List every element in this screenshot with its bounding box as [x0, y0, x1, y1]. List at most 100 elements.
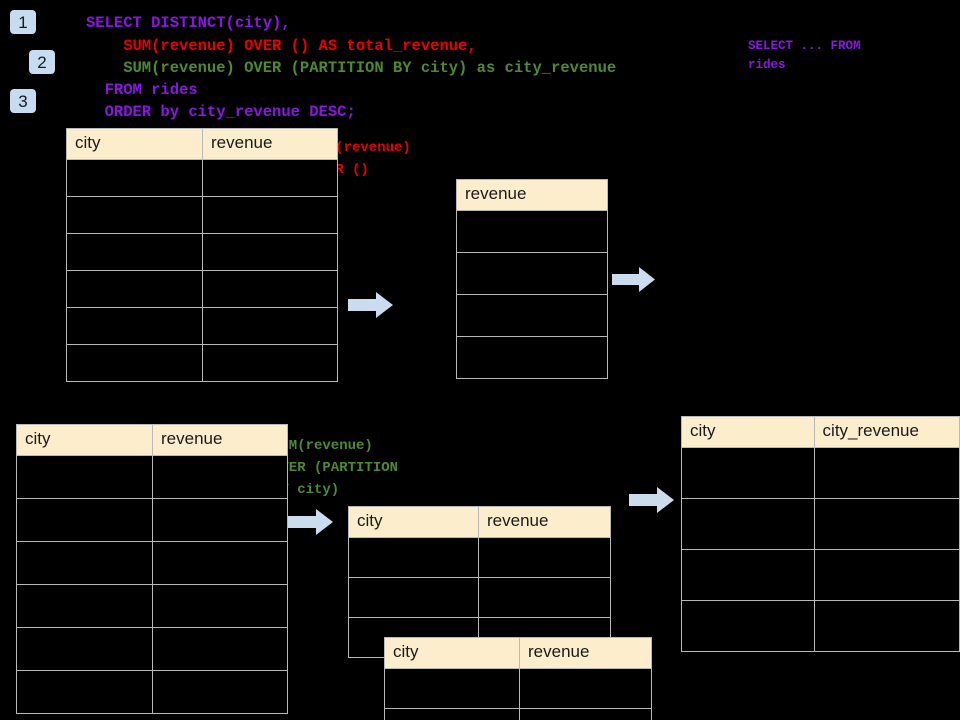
- cell-city: [384, 668, 520, 709]
- table-row: [16, 670, 288, 714]
- cell-city: [348, 537, 479, 578]
- sql-line-sum-over-empty: SUM(revenue) OVER () AS total_revenue,: [86, 37, 477, 55]
- table-row: [66, 270, 338, 308]
- arrow-right-icon: [612, 266, 656, 293]
- cell-city: [681, 447, 815, 499]
- table-row: [16, 627, 288, 671]
- cell-revenue: [456, 336, 608, 379]
- cell-revenue: [478, 537, 611, 578]
- arrow-right-glyph: [288, 509, 333, 535]
- table-rides-source-bottom: city revenue: [16, 424, 288, 714]
- step-badge-3[interactable]: 3: [10, 89, 36, 113]
- table-row: [384, 668, 652, 709]
- table-header-row: city revenue: [348, 506, 611, 538]
- sql-line-from: FROM rides: [86, 81, 198, 99]
- cell-city-revenue: [813, 600, 960, 652]
- cell-city: [66, 159, 203, 197]
- step-badge-1[interactable]: 1: [10, 10, 36, 34]
- table-row: [16, 584, 288, 628]
- cell-city: [66, 196, 203, 234]
- cell-revenue: [456, 294, 608, 337]
- table-body: [384, 668, 652, 720]
- table-row: [456, 210, 608, 253]
- cell-revenue: [478, 577, 611, 618]
- table-row: [66, 159, 338, 197]
- column-header-city: city: [66, 128, 203, 160]
- column-header-revenue: revenue: [152, 424, 288, 456]
- cell-revenue: [152, 584, 288, 628]
- table-header-row: city revenue: [16, 424, 288, 456]
- cell-city: [16, 627, 153, 671]
- cell-city: [66, 307, 203, 345]
- arrow-right-glyph: [348, 292, 393, 318]
- table-total-revenue: revenue: [456, 179, 608, 379]
- cell-city: [384, 708, 520, 720]
- arrow-right-glyph: [612, 267, 655, 292]
- cell-city: [16, 498, 153, 542]
- cell-revenue: [202, 196, 338, 234]
- cell-revenue: [456, 252, 608, 295]
- column-header-revenue: revenue: [519, 637, 652, 669]
- table-row: [66, 233, 338, 271]
- column-header-city: city: [16, 424, 153, 456]
- cell-city: [681, 549, 815, 601]
- arrow-right-icon: [348, 291, 394, 319]
- cell-city: [681, 498, 815, 550]
- column-header-revenue: revenue: [202, 128, 338, 160]
- table-row: [16, 498, 288, 542]
- cell-revenue: [202, 233, 338, 271]
- cell-revenue: [519, 708, 652, 720]
- cell-revenue: [152, 541, 288, 585]
- column-header-revenue: revenue: [456, 179, 608, 211]
- sql-line-order-by: ORDER by city_revenue DESC;: [86, 103, 356, 121]
- table-row: [681, 549, 960, 601]
- table-body: [456, 210, 608, 379]
- cell-city-revenue: [813, 549, 960, 601]
- cell-city-revenue: [813, 447, 960, 499]
- table-row: [456, 252, 608, 295]
- sql-line-select-distinct: SELECT DISTINCT(city),: [86, 14, 291, 32]
- table-row: [456, 294, 608, 337]
- step-badge-2[interactable]: 2: [29, 50, 55, 74]
- table-row: [681, 600, 960, 652]
- table-row: [681, 498, 960, 550]
- table-header-row: revenue: [456, 179, 608, 211]
- table-row: [66, 344, 338, 382]
- cell-city: [66, 344, 203, 382]
- table-row: [456, 336, 608, 379]
- cell-revenue: [152, 627, 288, 671]
- cell-revenue: [152, 455, 288, 499]
- table-row: [66, 196, 338, 234]
- table-header-row: city city_revenue: [681, 416, 960, 448]
- table-row: [348, 577, 611, 618]
- table-row: [16, 455, 288, 499]
- cell-revenue: [152, 670, 288, 714]
- cell-revenue: [202, 270, 338, 308]
- table-row: [681, 447, 960, 499]
- table-partition-group-a: city revenue: [348, 506, 611, 658]
- table-row: [16, 541, 288, 585]
- column-header-city: city: [384, 637, 520, 669]
- table-row: [348, 537, 611, 578]
- cell-city: [16, 455, 153, 499]
- table-city-revenue-result: city city_revenue: [681, 416, 960, 652]
- cell-revenue: [519, 668, 652, 709]
- column-header-city: city: [681, 416, 815, 448]
- table-header-row: city revenue: [66, 128, 338, 160]
- arrow-right-icon: [629, 486, 675, 514]
- cell-revenue: [202, 307, 338, 345]
- cell-city: [16, 541, 153, 585]
- cell-revenue: [152, 498, 288, 542]
- cell-revenue: [456, 210, 608, 253]
- sql-line-sum-over-partition: SUM(revenue) OVER (PARTITION BY city) as…: [86, 59, 617, 77]
- arrow-right-glyph: [629, 487, 674, 513]
- cell-city: [66, 270, 203, 308]
- cell-city: [16, 584, 153, 628]
- cell-city-revenue: [813, 498, 960, 550]
- side-note-select-from-rides: SELECT ... FROM rides: [748, 39, 861, 72]
- table-rides-source-top: city revenue: [66, 128, 338, 382]
- column-header-revenue: revenue: [478, 506, 611, 538]
- column-header-city-revenue: city_revenue: [813, 416, 960, 448]
- table-body: [16, 455, 288, 714]
